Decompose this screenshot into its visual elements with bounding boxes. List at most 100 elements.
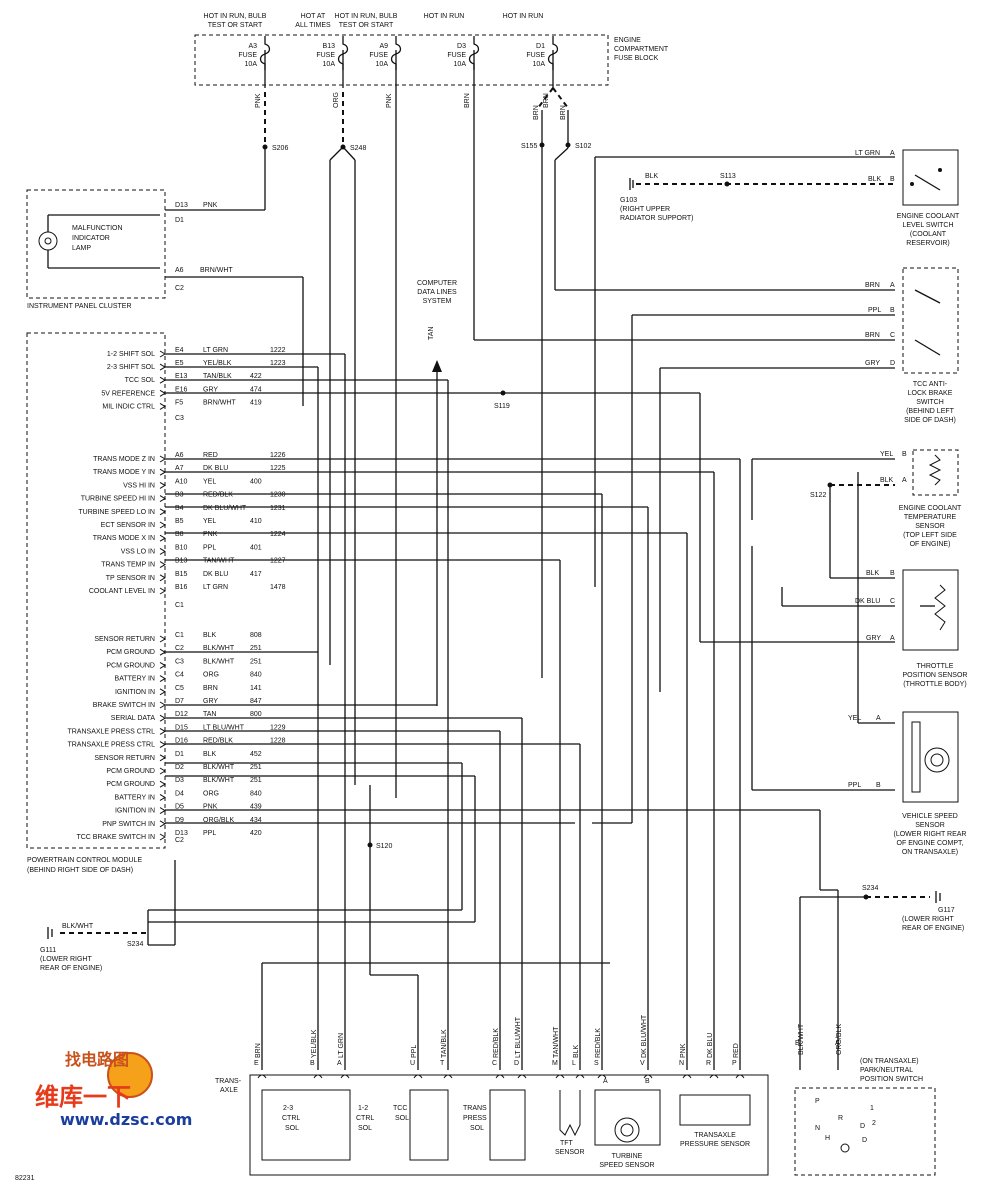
- svg-text:SIDE OF DASH): SIDE OF DASH): [904, 417, 956, 424]
- pcm-pin-function: TRANS TEMP IN: [101, 562, 155, 569]
- pcm-pin-arrow: [159, 648, 166, 656]
- pcm-circuit: 251: [250, 658, 262, 665]
- svg-text:C3: C3: [175, 415, 184, 422]
- svg-text:S234: S234: [127, 941, 143, 948]
- pcm-wire-color: RED: [203, 452, 218, 459]
- svg-text:R: R: [838, 1115, 843, 1122]
- svg-text:LEVEL SWITCH: LEVEL SWITCH: [902, 222, 953, 229]
- pcm-pin-arrow: [159, 468, 166, 476]
- fuse-id: A9: [379, 43, 388, 50]
- pcm-wire-color: ORG: [203, 672, 219, 679]
- pcm-wire-color: BLK: [203, 632, 217, 639]
- pcm-pin-id: D1: [175, 751, 184, 758]
- pcm-pin-id: B5: [175, 518, 184, 525]
- pcm-pin-arrow: [159, 350, 166, 358]
- svg-text:COMPUTER: COMPUTER: [417, 280, 457, 287]
- transaxle-wire: BRN: [255, 1043, 262, 1058]
- svg-text:CTRL: CTRL: [282, 1115, 300, 1122]
- pcm-wire-color: YEL/BLK: [203, 360, 232, 367]
- pcm-pin-id: B8: [175, 531, 184, 538]
- transaxle-terminal: [575, 1074, 585, 1079]
- pcm-pin-id: B16: [175, 584, 188, 591]
- pcm-pin-id: E4: [175, 347, 184, 354]
- svg-text:PRESS: PRESS: [463, 1115, 487, 1122]
- pcm-pin-function: TCC SOL: [125, 377, 155, 384]
- pcm-wire-color: BLK/WHT: [203, 764, 235, 771]
- svg-text:POSITION SENSOR: POSITION SENSOR: [903, 672, 968, 679]
- transaxle-pin-id: U: [410, 1060, 415, 1067]
- pcm-pin-arrow: [159, 521, 166, 529]
- transaxle-pin-id: E: [254, 1060, 259, 1067]
- svg-text:A: A: [890, 635, 895, 642]
- pcm-pin-arrow: [159, 714, 166, 722]
- pcm-circuit: 251: [250, 764, 262, 771]
- figure-id: 82231: [15, 1175, 35, 1182]
- svg-text:A6: A6: [175, 267, 184, 274]
- misc-splices: S119 S120 S155 S102 BRN BRN: [262, 105, 591, 850]
- fuse-amp: 10A: [245, 61, 258, 68]
- pcm-pin-arrow: [159, 688, 166, 696]
- transaxle-terminal: [257, 1074, 267, 1079]
- transaxle-pin-id: C: [492, 1060, 497, 1067]
- wire-routing: [60, 50, 930, 1070]
- pcm-circuit: 847: [250, 698, 262, 705]
- fuse-id: B13: [323, 43, 336, 50]
- fuse-type: FUSE: [369, 52, 388, 59]
- svg-text:YEL: YEL: [880, 451, 893, 458]
- svg-text:DK BLU: DK BLU: [855, 598, 880, 605]
- pcm-wire-color: BRN: [203, 685, 218, 692]
- fuse-type: FUSE: [238, 52, 257, 59]
- transaxle-terminal: [555, 1074, 565, 1079]
- pcm-pin-id: C2: [175, 645, 184, 652]
- pcm-circuit: 1478: [270, 584, 286, 591]
- fuse-amp: 10A: [323, 61, 336, 68]
- svg-text:TURBINE: TURBINE: [612, 1153, 643, 1160]
- transaxle-wire: LT GRN: [338, 1033, 345, 1058]
- pcm-pin-arrow: [159, 495, 166, 503]
- svg-text:BLK/WHT: BLK/WHT: [62, 923, 94, 930]
- svg-text:(BEHIND RIGHT SIDE OF DASH): (BEHIND RIGHT SIDE OF DASH): [27, 867, 133, 874]
- svg-text:GRY: GRY: [865, 360, 880, 367]
- svg-text:SPEED SENSOR: SPEED SENSOR: [599, 1162, 654, 1169]
- svg-text:SWITCH: SWITCH: [916, 399, 944, 406]
- pcm-pin-arrow: [159, 481, 166, 489]
- pcm-circuit: 800: [250, 711, 262, 718]
- pcm-circuit: 434: [250, 817, 262, 824]
- pcm-pin-function: TRANS MODE Y IN: [93, 469, 155, 476]
- fuse-amp: 10A: [376, 61, 389, 68]
- fuse-hot-label: HOT IN RUN: [503, 13, 544, 20]
- svg-text:TAN: TAN: [428, 327, 435, 340]
- transaxle-terminal: [735, 1074, 745, 1079]
- svg-text:LT GRN: LT GRN: [855, 150, 880, 157]
- pcm-pin-id: B3: [175, 492, 184, 499]
- pcm-pin-arrow: [159, 547, 166, 555]
- pcm-pin-function: BRAKE SWITCH IN: [93, 702, 155, 709]
- svg-text:N: N: [815, 1125, 820, 1132]
- svg-text:TFT: TFT: [560, 1140, 574, 1147]
- pcm-pin-id: D9: [175, 817, 184, 824]
- pcm-circuit: 808: [250, 632, 262, 639]
- pcm-circuit: 401: [250, 544, 262, 551]
- svg-text:A: A: [890, 150, 895, 157]
- pcm-pin-function: TCC BRAKE SWITCH IN: [76, 834, 155, 841]
- svg-text:A: A: [890, 282, 895, 289]
- svg-text:找电路图: 找电路图: [65, 1050, 129, 1069]
- fuse-wire: ORG: [333, 92, 340, 108]
- pcm-pin-arrow: [159, 455, 166, 463]
- transaxle-pin-id: B: [310, 1060, 315, 1067]
- transaxle-pin-E: E BRN: [254, 1043, 267, 1079]
- transaxle-pin-A: ALT GRN: [337, 1033, 350, 1079]
- instrument-panel-cluster: INSTRUMENT PANEL CLUSTER MALFUNCTION IND…: [26, 147, 304, 406]
- svg-text:BRN: BRN: [560, 105, 567, 120]
- transaxle-pin-id: D: [514, 1060, 519, 1067]
- transaxle-wire: RED/BLK: [493, 1028, 500, 1058]
- pcm-circuit: 1226: [270, 452, 286, 459]
